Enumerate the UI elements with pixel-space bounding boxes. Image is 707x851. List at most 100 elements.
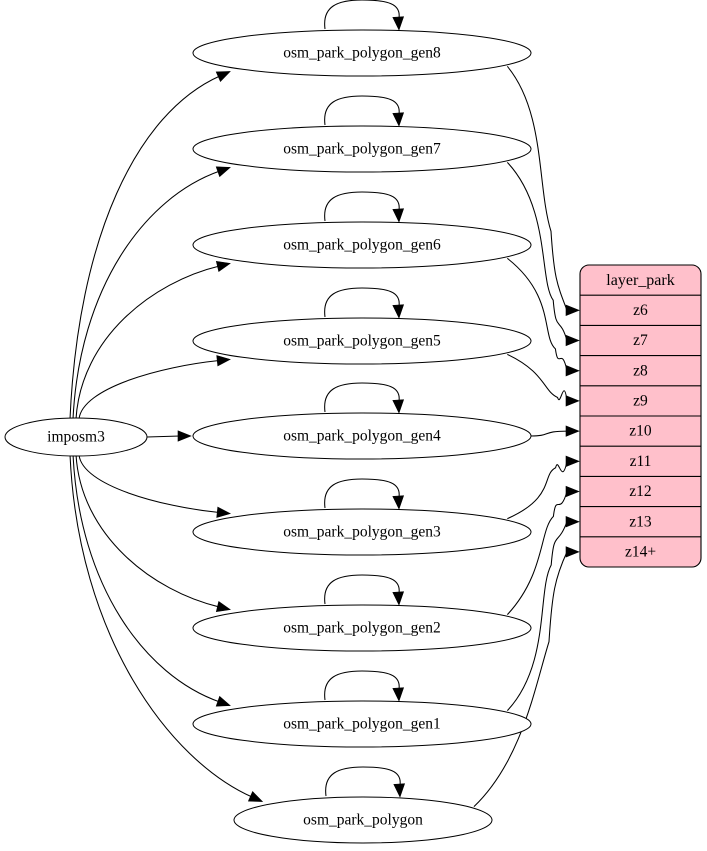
node-imposm3[interactable]: imposm3 [4,417,148,457]
self-loop-curve [324,670,400,701]
edge-imposm3-to-osm_park_polygon_gen1 [72,454,231,707]
table-row-z11[interactable]: z11 [630,453,652,470]
self-loop-curve [324,478,400,509]
edge-curve [69,454,253,798]
edge-osm_park_polygon_gen2-to-z12 [506,485,580,616]
edge-arrowhead [216,506,231,518]
self-loop-arrowhead [392,591,405,606]
self-loop-arrowhead [392,208,405,223]
table-row-label: z11 [630,453,652,470]
self-loop-osm_park_polygon_gen2 [324,574,405,606]
edge-osm_park_polygon-to-z14+ [473,546,580,808]
edge-arrowhead [565,304,580,316]
edge-layer [69,0,580,808]
node-shape[interactable] [192,125,532,173]
table-row-z13[interactable]: z13 [629,513,652,530]
edge-osm_park_polygon_gen1-to-z13 [506,516,580,712]
edge-curve [75,454,220,608]
table-row-z12[interactable]: z12 [629,483,651,500]
edge-arrowhead [565,334,580,347]
node-label: osm_park_polygon_gen4 [283,428,441,445]
table-row-z8[interactable]: z8 [633,362,648,379]
node-osm_park_polygon[interactable]: osm_park_polygon [233,796,493,844]
node-osm_park_polygon_gen5[interactable]: osm_park_polygon_gen5 [192,317,532,365]
table-row-label: z6 [633,302,648,319]
node-shape[interactable] [192,317,532,365]
self-loop-arrowhead [392,304,405,319]
edge-curve [75,265,220,420]
node-osm_park_polygon_gen7[interactable]: osm_park_polygon_gen7 [192,125,532,173]
edge-curve [507,461,568,520]
node-osm_park_polygon_gen8[interactable]: osm_park_polygon_gen8 [192,29,532,77]
edge-arrowhead [215,695,231,707]
self-loop-osm_park_polygon_gen4 [324,382,405,414]
edge-osm_park_polygon_gen5-to-z9 [507,353,580,407]
edge-curve [506,66,568,311]
node-shape[interactable] [4,417,148,457]
node-osm_park_polygon_gen1[interactable]: osm_park_polygon_gen1 [192,700,532,748]
node-osm_park_polygon_gen2[interactable]: osm_park_polygon_gen2 [192,604,532,652]
edge-curve [473,551,568,808]
edge-arrowhead [565,516,580,528]
edge-imposm3-to-osm_park_polygon_gen8 [69,71,231,420]
edge-imposm3-to-osm_park_polygon [69,454,264,802]
node-shape[interactable] [192,412,532,460]
table-row-z7[interactable]: z7 [633,332,648,349]
node-shape[interactable] [192,29,532,77]
edge-arrowhead [177,430,192,442]
edge-arrowhead [215,166,231,178]
self-loop-curve [324,95,400,126]
edge-imposm3-to-osm_park_polygon_gen4 [146,430,192,442]
edge-osm_park_polygon_gen6-to-z8 [507,257,580,377]
edge-curve [506,491,568,616]
node-osm_park_polygon_gen3[interactable]: osm_park_polygon_gen3 [192,508,532,556]
table-row-label: z14+ [625,543,656,560]
node-shape[interactable] [192,604,532,652]
edge-arrowhead [565,546,580,558]
node-shape[interactable] [192,700,532,748]
edge-imposm3-to-osm_park_polygon_gen7 [72,166,231,420]
edge-curve [530,430,568,437]
node-shape[interactable] [192,221,532,269]
table-row-z14+[interactable]: z14+ [625,543,656,560]
self-loop-osm_park_polygon_gen7 [324,95,405,127]
edge-arrowhead [247,791,264,802]
table-row-z9[interactable]: z9 [633,392,648,409]
self-loop-arrowhead [392,399,405,414]
edge-osm_park_polygon_gen7-to-z7 [506,161,580,347]
node-shape[interactable] [233,796,493,844]
edge-osm_park_polygon_gen4-to-z10 [530,425,580,437]
self-loop-curve [324,287,400,318]
edge-arrowhead [565,425,580,437]
node-label: osm_park_polygon_gen8 [283,45,441,62]
node-shape[interactable] [192,508,532,556]
table-row-label: z7 [633,332,648,349]
edge-arrowhead [565,365,580,377]
table-row-z6[interactable]: z6 [633,302,648,319]
edge-curve [507,257,568,371]
node-label: osm_park_polygon_gen2 [283,620,441,637]
table-row-z10[interactable]: z10 [629,423,652,440]
edge-curve [78,454,220,514]
node-osm_park_polygon_gen4[interactable]: osm_park_polygon_gen4 [192,412,532,460]
edge-imposm3-to-osm_park_polygon_gen3 [78,454,231,518]
edge-arrowhead [565,485,580,498]
node-osm_park_polygon_gen6[interactable]: osm_park_polygon_gen6 [192,221,532,269]
self-loop-arrowhead [392,16,405,31]
edge-curve [506,161,568,341]
self-loop-arrowhead [392,112,405,127]
node-label: osm_park_polygon_gen3 [283,524,441,541]
edge-arrowhead [215,601,231,613]
edge-arrowhead [565,455,580,467]
self-loop-arrowhead [392,495,405,510]
table-row-label: z12 [629,483,651,500]
self-loop-arrowhead [392,687,405,702]
node-label: osm_park_polygon [303,812,423,829]
self-loop-curve [324,0,400,30]
edge-line [146,435,181,438]
edge-curve [78,359,220,420]
